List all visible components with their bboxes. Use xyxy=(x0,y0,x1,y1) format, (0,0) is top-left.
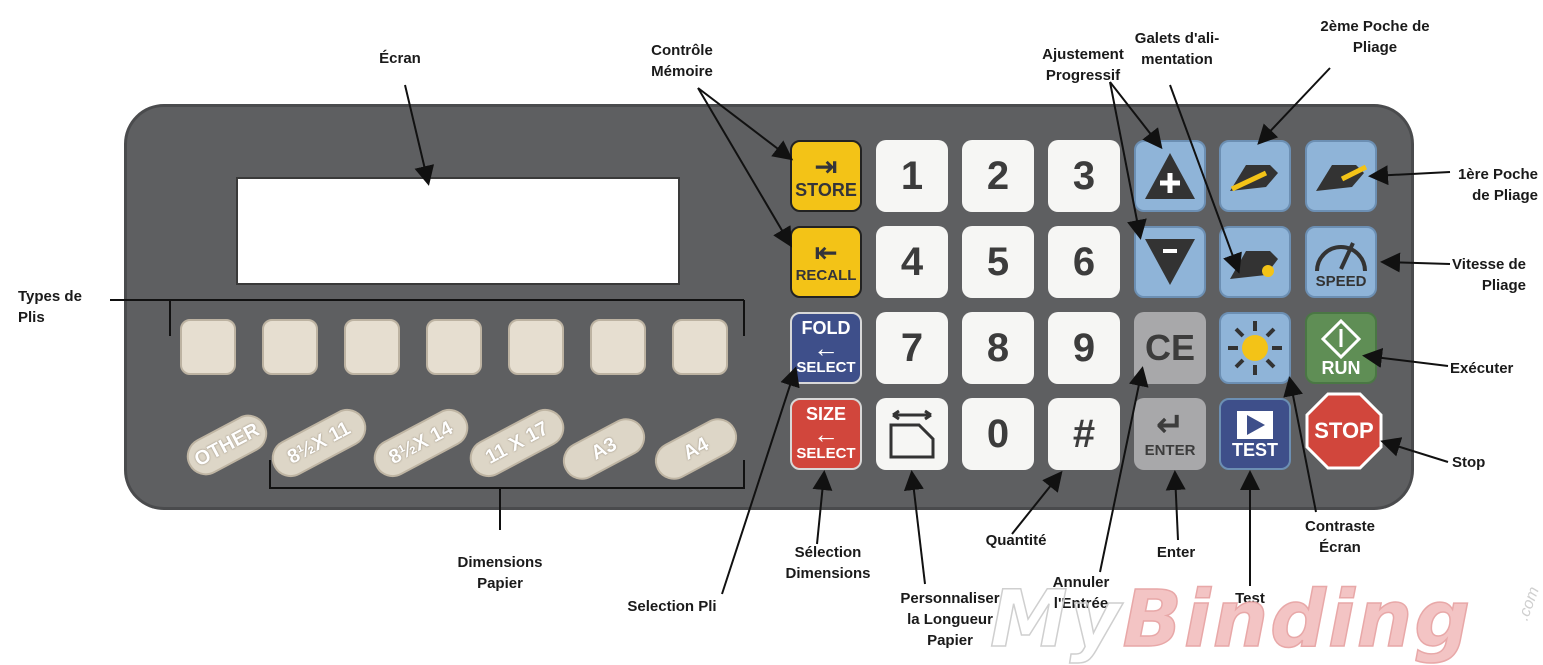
callout-custom-length: Personnaliser la Longueur Papier xyxy=(900,590,1000,649)
watermark-text-a: My xyxy=(989,574,1123,665)
callout-screen: Écran xyxy=(379,50,421,67)
key-3[interactable]: 3 xyxy=(1048,140,1120,212)
key-8[interactable]: 8 xyxy=(962,312,1034,384)
callout-size-select: Sélection Dimensions xyxy=(785,544,871,582)
callout-second-pocket: 2ème Poche de Pliage xyxy=(1320,18,1430,56)
screen-contrast-button[interactable] xyxy=(1219,312,1291,384)
key-2[interactable]: 2 xyxy=(962,140,1034,212)
recall-button[interactable]: ⇤ RECALL xyxy=(790,226,862,298)
brand-watermark: MyBinding xyxy=(989,574,1473,665)
callout-fold-select: Selection Pli xyxy=(627,598,717,615)
size-select-bottom-label: SELECT xyxy=(796,445,856,462)
callout-enter: Enter xyxy=(1156,544,1196,561)
fold-type-key-2[interactable] xyxy=(262,319,318,375)
fold-select-button[interactable]: FOLD ← SELECT xyxy=(790,312,862,384)
fold-type-key-6[interactable] xyxy=(590,319,646,375)
key-0[interactable]: 0 xyxy=(962,398,1034,470)
run-button[interactable]: RUN xyxy=(1305,312,1377,384)
speedometer-icon xyxy=(1315,242,1367,272)
callout-progressive-adjust: Ajustement Progressif xyxy=(1042,46,1124,84)
speed-label: SPEED xyxy=(1315,273,1367,290)
fold-select-top-label: FOLD xyxy=(801,318,851,338)
fold-pocket-icon xyxy=(1230,165,1278,192)
test-button[interactable]: TEST xyxy=(1219,398,1291,470)
lcd-screen xyxy=(236,177,680,285)
callout-run: Exécuter xyxy=(1450,360,1514,377)
run-label: RUN xyxy=(1321,358,1361,378)
custom-length-button[interactable] xyxy=(876,398,948,470)
store-label: STORE xyxy=(795,180,857,200)
fold-type-key-3[interactable] xyxy=(344,319,400,375)
triangle-down-minus-icon xyxy=(1145,239,1195,285)
fold-select-bottom-label: SELECT xyxy=(796,359,856,376)
octagon-stop-icon xyxy=(1305,392,1383,470)
key-5[interactable]: 5 xyxy=(962,226,1034,298)
key-1[interactable]: 1 xyxy=(876,140,948,212)
enter-label: ENTER xyxy=(1144,442,1196,459)
callout-stop: Stop xyxy=(1452,454,1486,471)
quantity-button[interactable]: # xyxy=(1048,398,1120,470)
stop-label: STOP xyxy=(1314,418,1374,443)
fold-type-key-7[interactable] xyxy=(672,319,728,375)
custom-length-icon xyxy=(889,409,935,459)
callout-screen-contrast: Contraste Écran xyxy=(1304,518,1375,556)
callout-feed-rollers: Galets d'ali- mentation xyxy=(1134,30,1220,68)
key-6[interactable]: 6 xyxy=(1048,226,1120,298)
run-power-icon xyxy=(1321,319,1361,359)
speed-button[interactable]: SPEED xyxy=(1305,226,1377,298)
size-select-top-label: SIZE xyxy=(805,404,846,424)
key-9[interactable]: 9 xyxy=(1048,312,1120,384)
triangle-up-plus-icon xyxy=(1145,153,1195,199)
sun-icon xyxy=(1228,321,1282,375)
play-icon xyxy=(1237,411,1273,439)
callout-test: Test xyxy=(1235,590,1265,607)
store-button[interactable]: ⇥ STORE xyxy=(790,140,862,212)
key-7[interactable]: 7 xyxy=(876,312,948,384)
recall-label: RECALL xyxy=(795,267,857,284)
arrow-left-icon: ← xyxy=(813,419,839,449)
callout-paper-dimensions: Dimensions Papier xyxy=(457,554,543,592)
fold-type-key-4[interactable] xyxy=(426,319,482,375)
test-label: TEST xyxy=(1231,440,1278,460)
fold-type-key-5[interactable] xyxy=(508,319,564,375)
callout-clear-entry: Annuler l'Entrée xyxy=(1052,574,1110,612)
callout-quantity: Quantité xyxy=(985,532,1047,549)
enter-button[interactable]: ↵ ENTER xyxy=(1134,398,1206,470)
store-icon: ⇥ xyxy=(814,151,838,182)
watermark-text-b: Binding xyxy=(1122,574,1473,665)
arrow-left-icon: ← xyxy=(813,333,839,363)
size-select-button[interactable]: SIZE ← SELECT xyxy=(790,398,862,470)
feed-rollers-button[interactable] xyxy=(1219,226,1291,298)
callout-fold-speed: Vitesse de Pliage xyxy=(1452,256,1526,294)
key-4[interactable]: 4 xyxy=(876,226,948,298)
enter-return-icon: ↵ xyxy=(1155,406,1185,444)
stop-button[interactable]: STOP xyxy=(1305,392,1383,470)
callout-first-pocket: 1ère Poche de Pliage xyxy=(1457,166,1538,204)
second-fold-pocket-button[interactable] xyxy=(1219,140,1291,212)
callout-memory-control: Contrôle Mémoire xyxy=(651,42,713,80)
callout-fold-types: Types de Plis xyxy=(18,288,82,326)
feed-roller-icon xyxy=(1230,251,1278,279)
fold-pocket-icon xyxy=(1316,164,1368,191)
fold-type-key-1[interactable] xyxy=(180,319,236,375)
recall-icon: ⇤ xyxy=(814,237,838,268)
